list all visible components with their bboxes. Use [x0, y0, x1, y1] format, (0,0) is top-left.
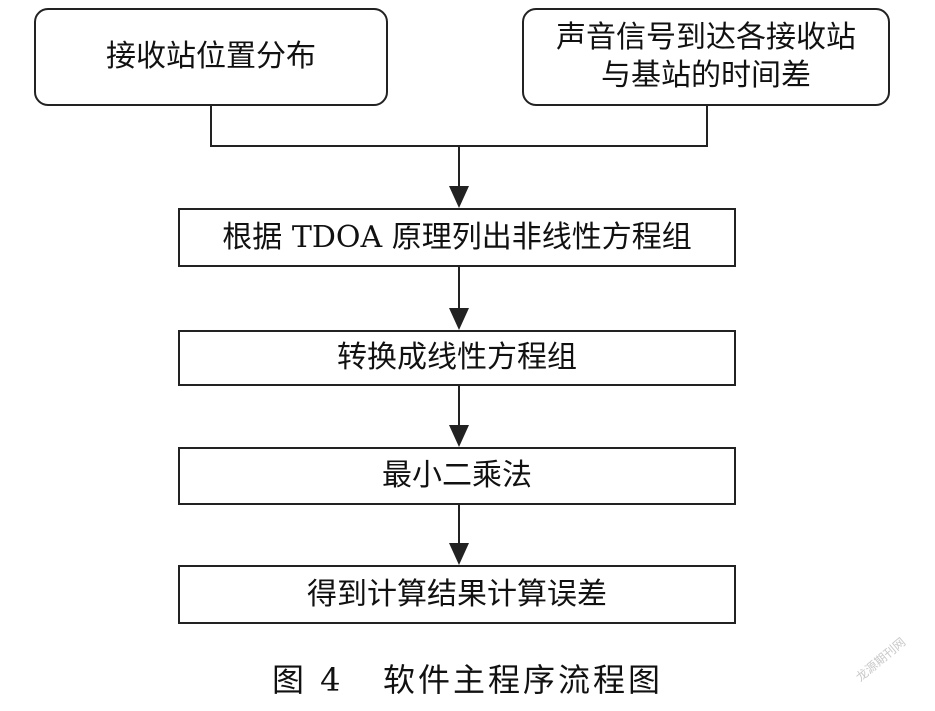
- result-error-node: 得到计算结果计算误差: [178, 565, 736, 624]
- time-difference-label-line1: 声音信号到达各接收站: [556, 20, 856, 55]
- connector-left-branch: [210, 106, 459, 147]
- time-difference-node: 声音信号到达各接收站 与基站的时间差: [522, 8, 890, 106]
- arrowhead-nonlinear: [449, 186, 469, 208]
- receiver-positions-label: 接收站位置分布: [106, 39, 316, 74]
- result-error-label: 得到计算结果计算误差: [307, 576, 607, 612]
- time-difference-label-line2: 与基站的时间差: [601, 58, 811, 93]
- least-squares-label: 最小二乘法: [382, 458, 532, 493]
- receiver-positions-node: 接收站位置分布: [34, 8, 388, 106]
- nonlinear-equations-node: 根据 TDOA 原理列出非线性方程组: [178, 208, 736, 267]
- arrowhead-result: [449, 543, 469, 565]
- figure-number: 图 4: [271, 661, 344, 699]
- figure-title: 软件主程序流程图: [383, 661, 664, 699]
- arrowhead-linear: [449, 308, 469, 330]
- connector-right-branch: [459, 106, 708, 147]
- linear-conversion-node: 转换成线性方程组: [178, 330, 736, 386]
- arrowhead-least-squares: [449, 425, 469, 447]
- linear-conversion-label: 转换成线性方程组: [337, 340, 577, 375]
- figure-caption: 图 4 软件主程序流程图: [0, 655, 935, 701]
- least-squares-node: 最小二乘法: [178, 447, 736, 505]
- nonlinear-equations-label: 根据 TDOA 原理列出非线性方程组: [222, 219, 692, 255]
